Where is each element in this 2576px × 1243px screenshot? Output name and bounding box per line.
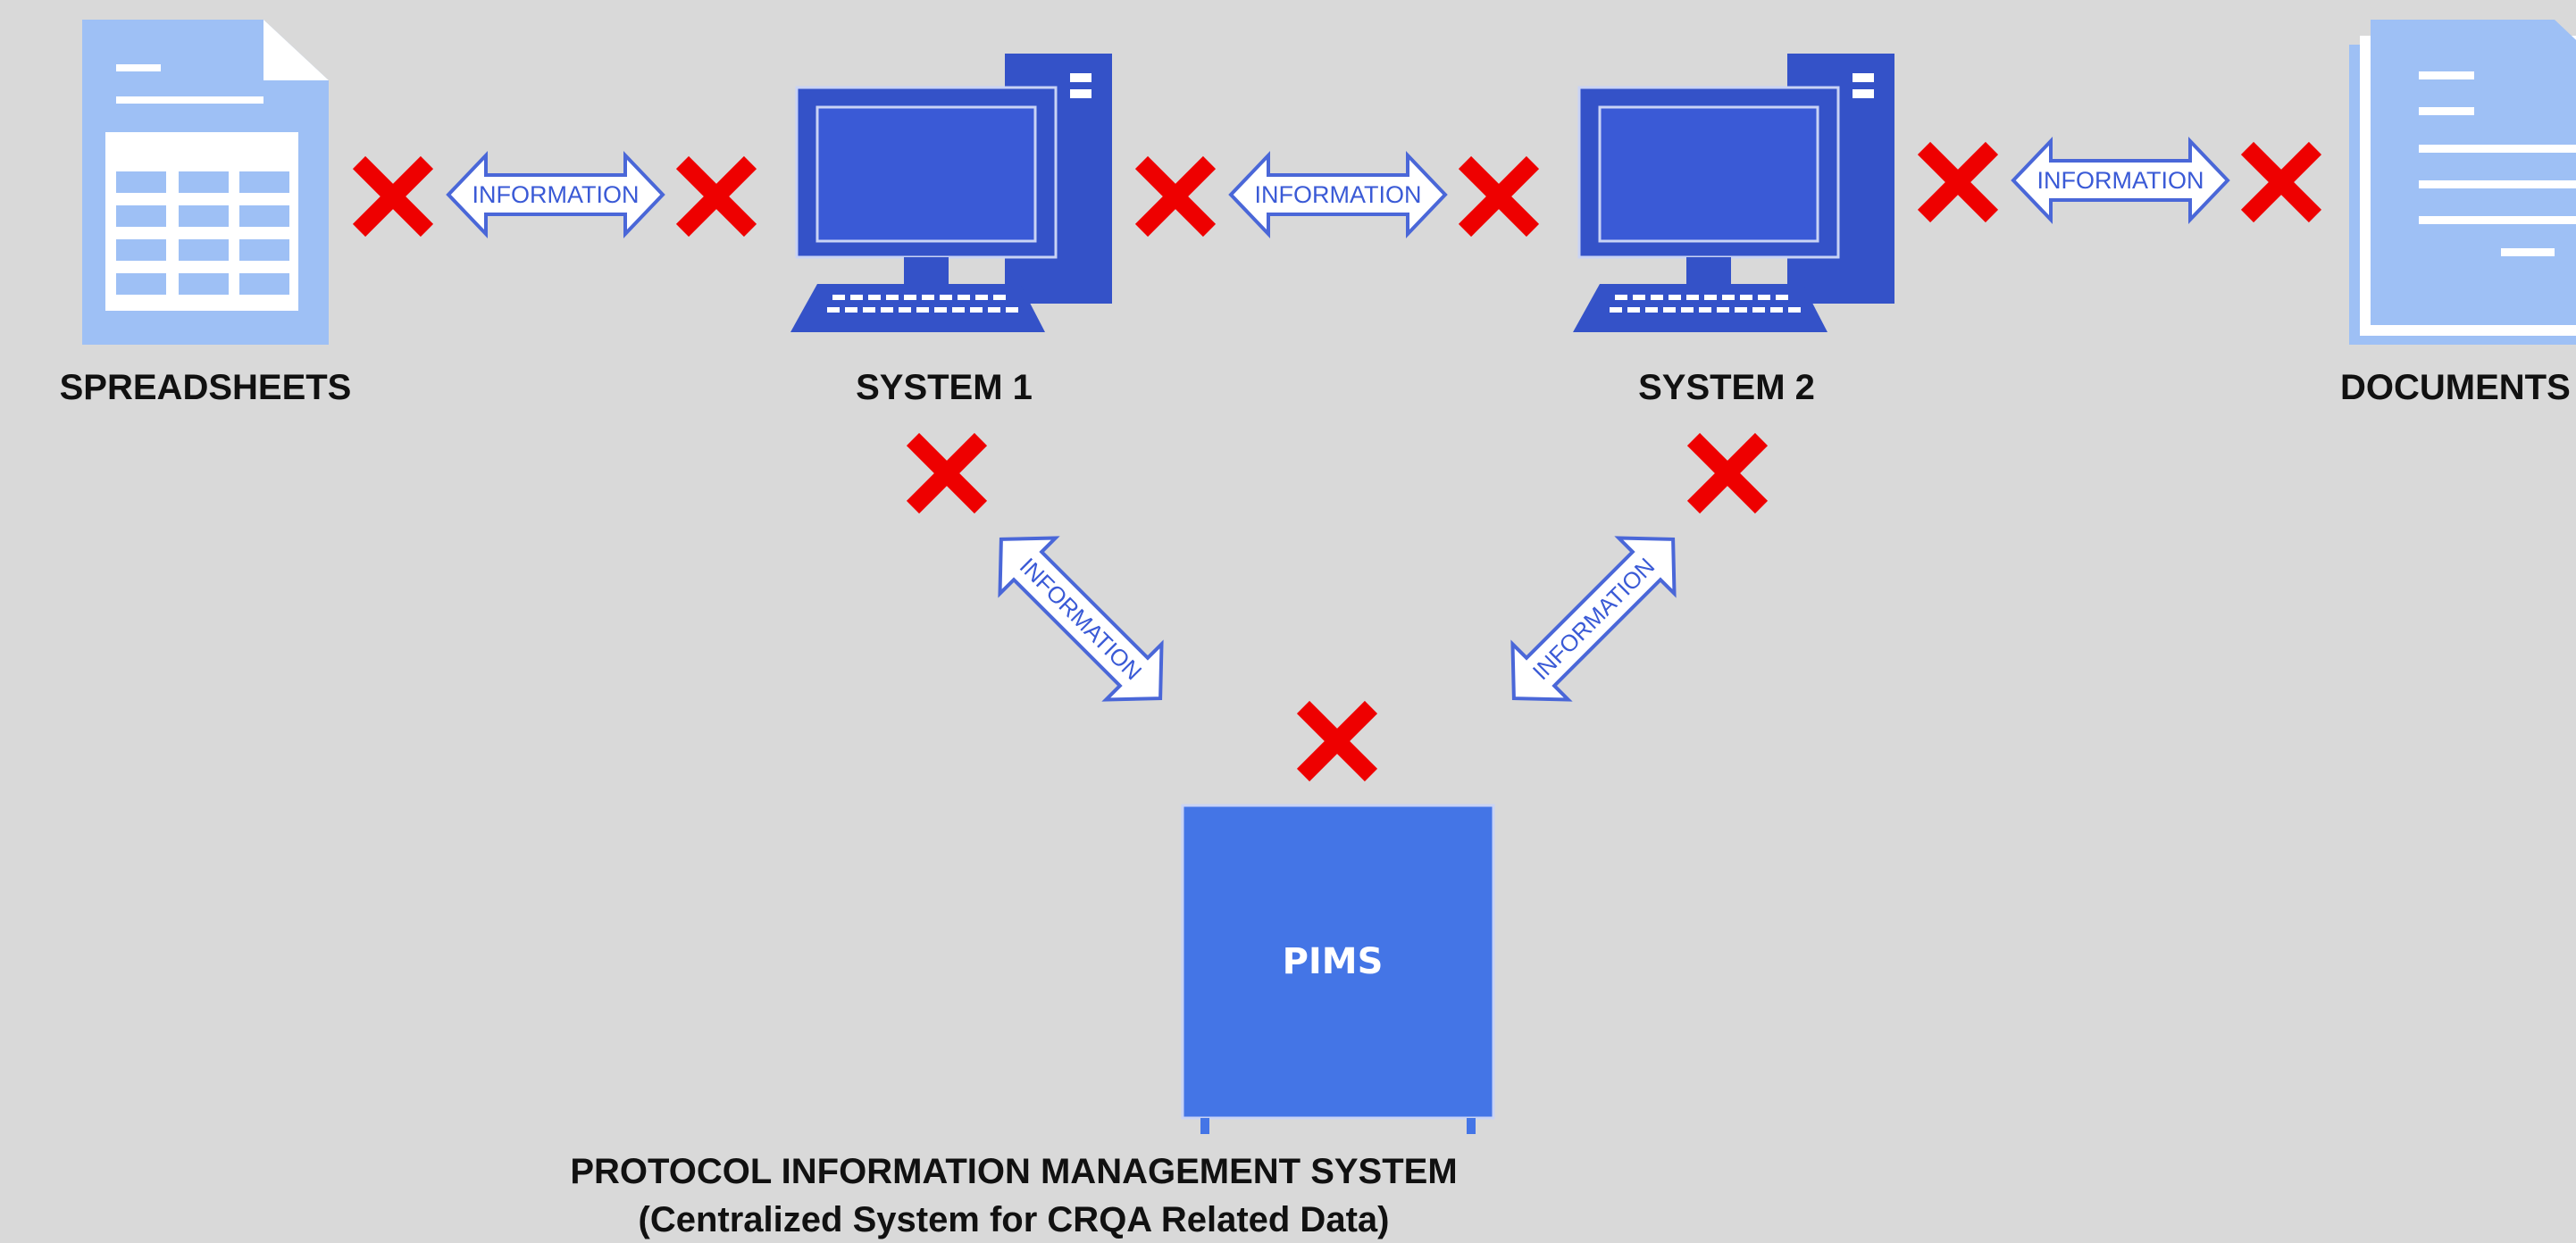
spreadsheet-icon: [82, 20, 329, 345]
information-arrow-label: INFORMATION: [2037, 167, 2204, 194]
information-arrow-system2-documents: INFORMATION: [2011, 137, 2230, 224]
system2-computer-icon: [1573, 54, 1894, 332]
information-arrow-label: INFORMATION: [1255, 181, 1422, 208]
blocked-x-icon: [352, 155, 434, 238]
pims-caption-title: PROTOCOL INFORMATION MANAGEMENT SYSTEM: [570, 1152, 1458, 1191]
spreadsheets-label: SPREADSHEETS: [59, 368, 352, 407]
system2-label: SYSTEM 2: [1638, 368, 1815, 407]
pims-caption-subtitle: (Centralized System for CRQA Related Dat…: [638, 1200, 1390, 1239]
blocked-x-icon: [1296, 700, 1378, 782]
information-arrow-label: INFORMATION: [1527, 553, 1660, 686]
information-arrow-spreadsheets-system1: INFORMATION: [446, 151, 665, 238]
information-arrow-system2-pims: INFORMATION: [1510, 536, 1677, 702]
blocked-x-icon: [675, 155, 757, 238]
documents-icon: [2349, 20, 2576, 345]
blocked-x-icon: [1686, 432, 1769, 514]
information-arrow-label: INFORMATION: [1015, 553, 1148, 686]
blocked-x-icon: [2240, 141, 2322, 223]
blocked-x-icon: [1458, 155, 1540, 238]
pims-box: PIMS: [1181, 804, 1495, 1134]
pims-box-label: PIMS: [1283, 941, 1384, 982]
information-arrow-label: INFORMATION: [473, 181, 640, 208]
information-arrow-system1-system2: INFORMATION: [1228, 151, 1448, 238]
blocked-x-icon: [1917, 141, 1999, 223]
blocked-x-icon: [906, 432, 988, 514]
information-arrow-system1-pims: INFORMATION: [998, 536, 1164, 702]
system1-computer-icon: [790, 54, 1112, 332]
documents-label: DOCUMENTS: [2340, 368, 2571, 407]
blocked-x-icon: [1134, 155, 1217, 238]
system1-label: SYSTEM 1: [856, 368, 1033, 407]
